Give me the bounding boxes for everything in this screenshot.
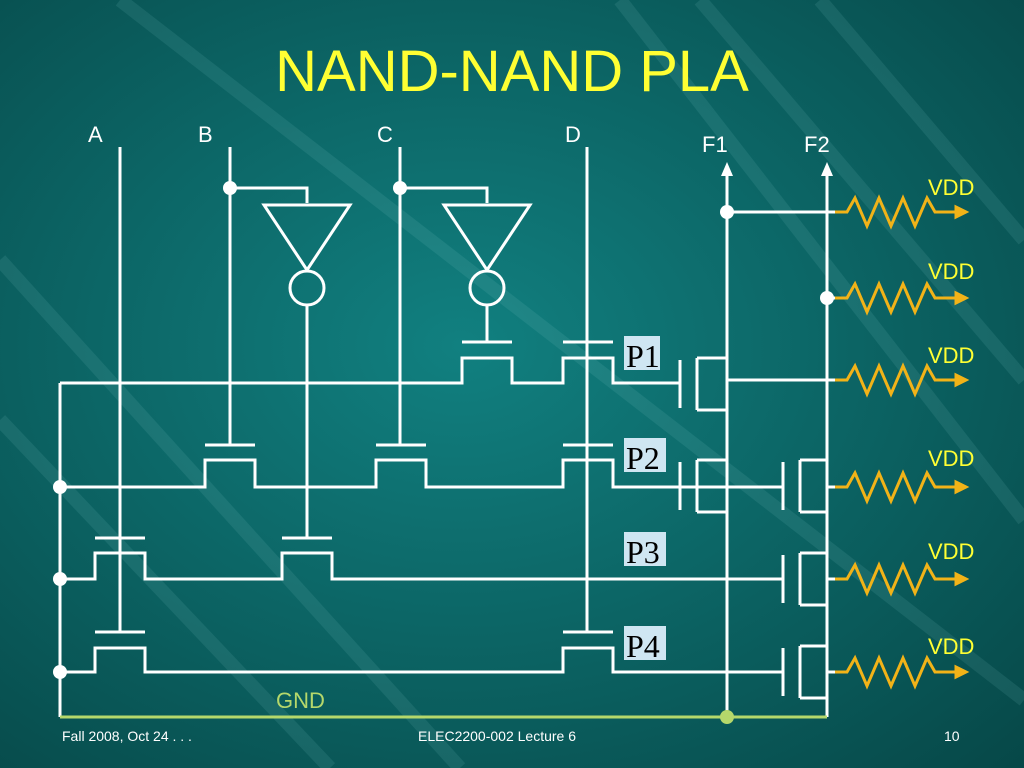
resistor-4 [835, 469, 970, 505]
resistor-6 [835, 654, 970, 690]
row-p3 [60, 551, 783, 581]
vdd-label: VDD [928, 539, 974, 564]
footer-course: ELEC2200-002 Lecture 6 [418, 728, 576, 744]
row-p1 [60, 356, 680, 385]
resistor-3 [835, 362, 970, 398]
gnd-junction-dot [720, 710, 734, 724]
junction-dot [53, 665, 67, 679]
row-p2 [60, 458, 680, 489]
vdd-label: VDD [928, 259, 974, 284]
vdd-label: VDD [928, 343, 974, 368]
input-label-a: A [88, 122, 103, 147]
junction-dot [720, 205, 734, 219]
inverter-b [230, 186, 353, 538]
resistor-1 [835, 194, 970, 230]
product-term-p3: P3 [626, 534, 660, 570]
input-label-c: C [377, 122, 393, 147]
input-label-b: B [198, 122, 213, 147]
arrow-f2 [821, 162, 833, 176]
junction-dot [53, 480, 67, 494]
output-label-f2: F2 [804, 132, 830, 157]
gnd-label: GND [276, 688, 325, 713]
inverter-c [400, 186, 533, 342]
vdd-label: VDD [928, 175, 974, 200]
resistor-5 [835, 561, 970, 597]
vdd-label: VDD [928, 634, 974, 659]
junction-dot [223, 181, 237, 195]
input-label-d: D [565, 122, 581, 147]
product-term-p4: P4 [626, 628, 660, 664]
vdd-label: VDD [928, 446, 974, 471]
product-term-p2: P2 [626, 440, 660, 476]
row-p4 [60, 646, 783, 674]
output-label-f1: F1 [702, 132, 728, 157]
resistor-2 [835, 280, 970, 316]
junction-dot [53, 572, 67, 586]
product-term-p1: P1 [626, 338, 660, 374]
junction-dot [820, 291, 834, 305]
footer-page-number: 10 [944, 728, 960, 744]
junction-dot [393, 181, 407, 195]
footer-date: Fall 2008, Oct 24 . . . [62, 728, 192, 744]
arrow-f1 [721, 162, 733, 176]
slide-title: NAND-NAND PLA [275, 39, 749, 104]
